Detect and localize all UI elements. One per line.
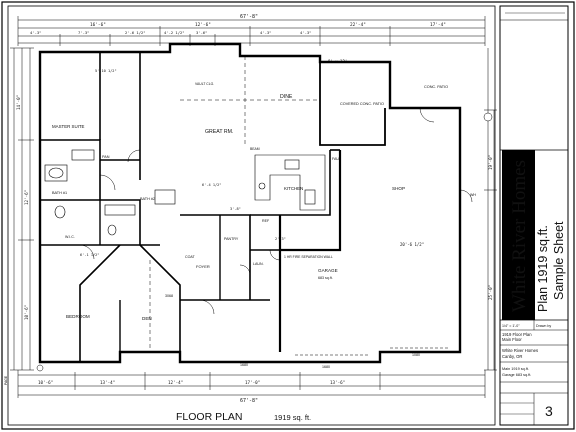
room-dine: DINE: [280, 94, 293, 100]
drawn-by-text: Drawn by: [536, 324, 551, 328]
plan-line: Plan 1919 sq.ft.: [536, 225, 550, 312]
sheet-area: 1919 sq. ft.: [274, 413, 311, 422]
dim-overall-bottom: 67'-8": [240, 398, 258, 404]
room-bath-2: BATH #2: [140, 197, 155, 201]
company-banner: [502, 150, 535, 320]
vault-note: VAULT CLG.: [195, 82, 214, 86]
room-labels: GREAT RM. DINE COVERED CONC. PATIO CONC.…: [52, 82, 476, 321]
room-laundry: LAUN.: [253, 262, 264, 266]
dim-right-a: 19'-0": [488, 155, 493, 170]
room-kitchen: KITCHEN: [284, 186, 303, 191]
wh-label: WH: [470, 193, 476, 197]
beam-lines: [149, 56, 320, 350]
plan-name-text: 1919 Floor Plan: [502, 332, 532, 337]
room-master: MASTER SUITE: [52, 124, 85, 129]
room-pan: PAN: [102, 155, 110, 159]
fire-wall-note: 1 HR FIRE SEPARATION WALL: [284, 255, 333, 259]
sample-sheet-label: Sample Sheet: [552, 221, 566, 300]
fau-label: FAU: [332, 157, 339, 161]
garage-area-note: Garage 683 sq.ft.: [502, 373, 531, 377]
dim-seg-6: 4'-3": [260, 30, 271, 35]
address-line-1: White River Homes: [502, 348, 538, 353]
dimension-lines: [10, 16, 497, 398]
door-tags: 1680 1680 1080 3068: [165, 294, 420, 369]
beam-note: BEAM: [250, 147, 260, 151]
dim-top-d: 17'-4": [430, 22, 446, 28]
room-bedroom: BEDROOM: [66, 314, 90, 319]
walls: [38, 42, 462, 364]
dim-bot-e: 13'-6": [330, 380, 345, 385]
door-tag-garage-b: 1680: [240, 363, 248, 367]
door-swings: [79, 107, 473, 315]
dim-seg-7: 4'-3": [300, 30, 311, 35]
garage-area: 683 sq.ft.: [318, 276, 333, 280]
plan-sub-text: Main Floor: [502, 337, 522, 342]
dim-bot-b: 13'-4": [100, 380, 115, 385]
main-area-note: Main 1919 sq.ft.: [502, 367, 529, 371]
dim-top-c: 22'-4": [350, 22, 366, 28]
drawing-frame: [7, 5, 496, 426]
dim-bot-d: 17'-0": [245, 380, 260, 385]
room-pantry: PANTRY: [224, 237, 239, 241]
dim-right-b: 25'-0": [488, 285, 493, 300]
dim-left-a: 14'-0": [16, 95, 21, 110]
address-line-2: Canby, OR: [502, 354, 522, 359]
room-den: DEN: [142, 316, 152, 321]
sheet-number: 3: [545, 403, 553, 419]
kitchen-counters: [254, 154, 326, 211]
dim-top-b: 12'-6": [195, 22, 211, 28]
dim-seg-4: 4'-2 1/2": [164, 30, 185, 35]
page-label: PAGE: [4, 375, 8, 385]
dim-mid-d: 3'-8": [230, 207, 241, 211]
room-conc-patio: CONC. PATIO: [424, 85, 448, 89]
dim-top-a: 16'-6": [90, 22, 106, 28]
ref-label: REF: [262, 219, 270, 223]
dimension-labels: 67'-8" 16'-6" 12'-6" 22'-4" 17'-4" 4'-3"…: [16, 14, 493, 404]
title-block: White River Homes Plan 1919 sq.ft. Sampl…: [499, 5, 569, 426]
door-tag-shop: 1080: [412, 353, 420, 357]
room-foyer: FOYER: [196, 264, 210, 269]
company-name: White River Homes: [509, 160, 530, 312]
sheet-title: FLOOR PLAN: [176, 411, 243, 423]
dim-seg-2: 7'-3": [78, 30, 89, 35]
room-great: GREAT RM.: [205, 129, 233, 135]
dim-seg-1: 4'-3": [30, 30, 41, 35]
garage-doors: [295, 347, 450, 356]
dim-mid-b: 6'-1 1/2": [80, 253, 99, 257]
dim-bot-a: 10'-6": [38, 380, 53, 385]
dim-seg-3: 2'-6 1/2": [125, 30, 146, 35]
room-coat: COAT: [185, 255, 196, 259]
dim-seg-5: 3'-6": [196, 30, 207, 35]
dim-overall-top: 67'-8": [240, 14, 258, 20]
dim-left-b: 12'-6": [24, 190, 29, 205]
dim-left-c: 10'-6": [24, 305, 29, 320]
dim-mid-a: 6'-4 1/2": [202, 183, 221, 187]
grid-markers: [36, 112, 493, 372]
door-tag-front: 3068: [165, 294, 173, 298]
room-bath-1: BATH #1: [52, 191, 67, 195]
dim-garage-width: 20'-6 1/2": [400, 242, 424, 247]
door-tag-garage-a: 1680: [322, 365, 330, 369]
room-shop: SHOP: [392, 186, 405, 191]
room-garage: GARAGE: [318, 268, 338, 273]
dim-mid-e: 5'-10 1/2": [95, 69, 117, 73]
room-covered-patio: COVERED CONC. PATIO: [340, 102, 384, 106]
dim-bot-c: 12'-4": [168, 380, 183, 385]
bath-fixtures: [44, 149, 176, 236]
scale-text: 1/4" = 1'-0": [502, 324, 520, 328]
room-wic: W.I.C.: [65, 235, 75, 239]
